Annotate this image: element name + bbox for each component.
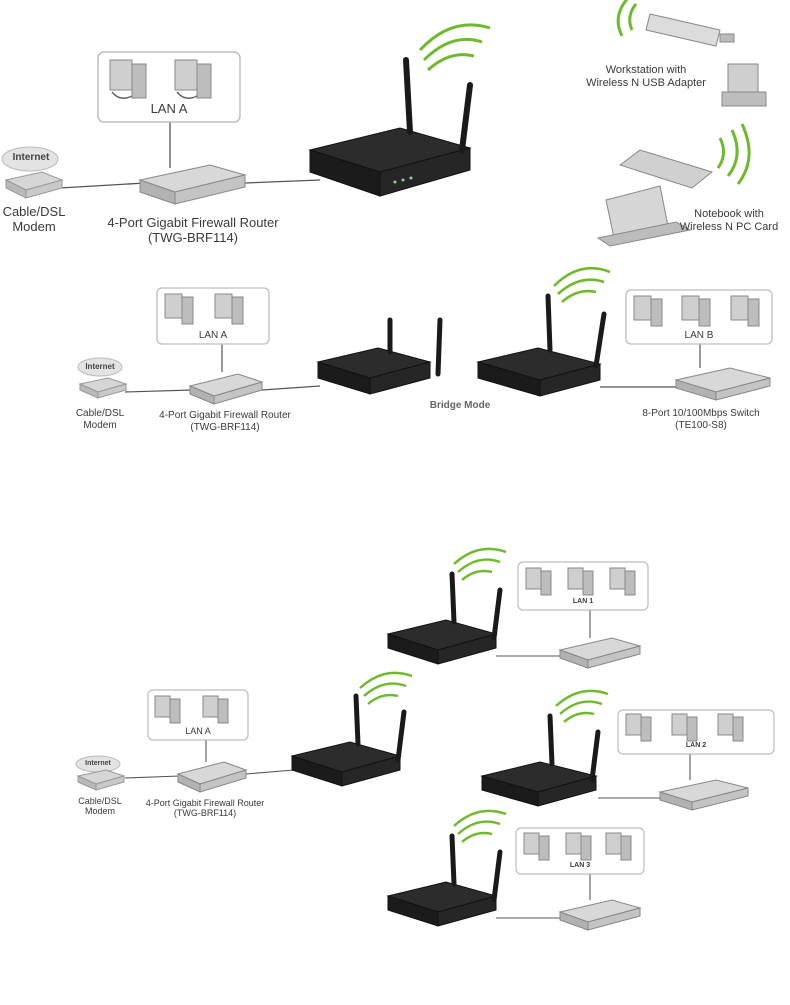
diagram-2-graphics	[77, 266, 773, 405]
internet-label: Internet	[12, 152, 50, 163]
router-label-line-1: 4-Port Gigabit Firewall Router	[145, 798, 265, 808]
network-switch-icon	[558, 637, 642, 669]
wifi-signal-icon	[418, 23, 491, 72]
notebook-label-line-2: Wireless N PC Card	[679, 220, 779, 233]
pc-icon	[609, 567, 636, 596]
router-label-line-2: (TWG-BRF114)	[147, 229, 239, 245]
cable-modem-router	[124, 775, 181, 779]
lan-2-label: LAN 2	[685, 742, 707, 749]
network-switch-icon	[558, 899, 642, 931]
notebook-label-line-1: Notebook with	[694, 208, 764, 220]
wireless-access-point-icon	[290, 693, 407, 787]
pc-icon	[681, 295, 711, 327]
router-label-line-2: (TWG-BRF114)	[173, 808, 237, 819]
wifi-signal-icon	[359, 671, 413, 705]
workstation-label-line-2: Wireless N USB Adapter	[586, 76, 706, 89]
lan-a-label: LAN A	[198, 330, 228, 341]
pc-icon	[565, 832, 592, 861]
modem-label-line-2: Modem	[12, 218, 56, 234]
modem-label: Cable/DSL Modem	[70, 796, 130, 817]
pc-card-icon	[618, 149, 714, 189]
router-label-line-2: (TWG-BRF114)	[190, 421, 260, 433]
pc-icon	[525, 567, 552, 596]
internet-cloud-icon	[1, 146, 59, 172]
wifi-signal-icon	[453, 809, 507, 843]
wireless-access-point-icon	[386, 571, 503, 665]
router-label: 4-Port Gigabit Firewall Router (TWG-BRF1…	[88, 215, 298, 246]
diagram-3-repeater-mode: Internet Cable/DSL Modem LAN A 4-Port Gi…	[0, 540, 790, 960]
diagram-1-router-mode: Internet Cable/DSL Modem LAN A 4-Port Gi…	[0, 0, 790, 250]
modem-label: Cable/DSL Modem	[0, 204, 68, 235]
wifi-signal-icon	[616, 0, 638, 37]
pc-icon	[605, 832, 632, 861]
switch-label-line-2: (TE100-S8)	[675, 419, 727, 431]
pc-icon	[202, 695, 229, 724]
workstation-label-line-1: Workstation with	[605, 64, 687, 76]
pc-icon	[633, 295, 663, 327]
pc-icon	[164, 293, 194, 325]
firewall-router-icon	[176, 761, 248, 793]
internet-label: Internet	[85, 760, 111, 767]
wifi-signal-icon	[553, 266, 611, 303]
modem-icon	[78, 377, 128, 399]
pc-icon	[671, 713, 698, 742]
pc-icon	[154, 695, 181, 724]
workstation-label: Workstation with Wireless N USB Adapter	[576, 64, 716, 89]
bridge-mode-label: Bridge Mode	[429, 400, 491, 411]
modem-icon	[4, 171, 64, 199]
cable-modem-router	[124, 389, 193, 393]
router-label: 4-Port Gigabit Firewall Router (TWG-BRF1…	[130, 798, 280, 819]
pc-icon	[730, 295, 760, 327]
modem-label-line-2: Modem	[84, 806, 115, 817]
diagram-3-graphics	[75, 547, 775, 931]
network-switch-icon	[674, 367, 771, 401]
wireless-access-point-icon	[386, 833, 503, 927]
cable-modem-router	[59, 182, 146, 189]
switch-label-line-1: 8-Port 10/100Mbps Switch	[642, 408, 760, 419]
modem-label-line-1: Cable/DSL	[2, 204, 66, 219]
wifi-signal-icon	[555, 689, 609, 723]
modem-label: Cable/DSL Modem	[70, 408, 130, 431]
cable-router-ap	[245, 769, 295, 775]
notebook-icon	[596, 185, 692, 247]
pc-icon	[214, 293, 244, 325]
lan-1-label: LAN 1	[572, 598, 594, 605]
firewall-router-icon	[188, 373, 264, 405]
internet-label: Internet	[85, 362, 115, 371]
pc-icon	[567, 567, 594, 596]
pc-icon	[523, 832, 550, 861]
router-label-line-1: 4-Port Gigabit Firewall Router	[107, 215, 279, 230]
wifi-signal-icon	[716, 123, 751, 185]
wireless-access-point-icon	[316, 317, 443, 395]
pc-icon	[174, 59, 212, 99]
network-switch-icon	[658, 779, 749, 811]
diagram-1-graphics	[1, 0, 767, 247]
modem-icon	[76, 769, 126, 791]
wireless-access-point-icon	[308, 57, 473, 197]
wifi-signal-icon	[453, 547, 507, 581]
diagram-2-bridge-mode: Internet Cable/DSL Modem LAN A 4-Port Gi…	[0, 262, 790, 462]
switch-label: 8-Port 10/100Mbps Switch (TE100-S8)	[626, 408, 776, 431]
cable-router-ap	[244, 179, 321, 184]
internet-cloud-icon	[77, 357, 123, 377]
firewall-router-icon	[138, 164, 247, 205]
modem-label-line-2: Modem	[83, 419, 117, 431]
workstation-pc-icon	[721, 63, 767, 107]
router-label-line-1: 4-Port Gigabit Firewall Router	[159, 410, 291, 421]
pc-icon	[625, 713, 652, 742]
wireless-access-point-icon	[476, 293, 607, 397]
lan-b-label: LAN B	[684, 330, 714, 341]
modem-label-line-1: Cable/DSL	[75, 408, 125, 419]
wireless-access-point-icon	[480, 713, 601, 807]
pc-icon	[717, 713, 744, 742]
notebook-label: Notebook with Wireless N PC Card	[670, 208, 788, 233]
modem-label-line-1: Cable/DSL	[78, 796, 122, 806]
cable-router-ap	[261, 385, 321, 391]
lan-a-label: LAN A	[150, 101, 188, 116]
usb-adapter-icon	[645, 13, 735, 47]
pc-icon	[109, 59, 147, 99]
lan-a-label: LAN A	[185, 726, 211, 736]
lan-3-label: LAN 3	[569, 862, 591, 869]
router-label: 4-Port Gigabit Firewall Router (TWG-BRF1…	[140, 410, 310, 433]
